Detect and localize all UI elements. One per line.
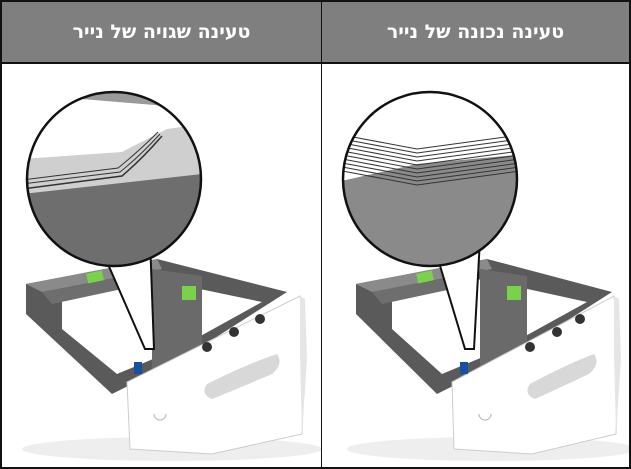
panel-title-incorrect: טעינה שגויה של נייר bbox=[2, 2, 321, 64]
magnified-view-correct bbox=[337, 84, 527, 284]
tray-illustration-incorrect bbox=[2, 64, 322, 469]
magnified-view-incorrect bbox=[22, 84, 222, 284]
panel-correct-loading: טעינה נכונה של נייר bbox=[321, 0, 631, 469]
paper-tray bbox=[347, 259, 630, 461]
panel-incorrect-loading: טעינה שגויה של נייר bbox=[0, 0, 322, 469]
paper-tray bbox=[22, 259, 322, 461]
panel-title-correct: טעינה נכונה של נייר bbox=[322, 2, 629, 64]
tray-illustration-correct bbox=[322, 64, 630, 469]
